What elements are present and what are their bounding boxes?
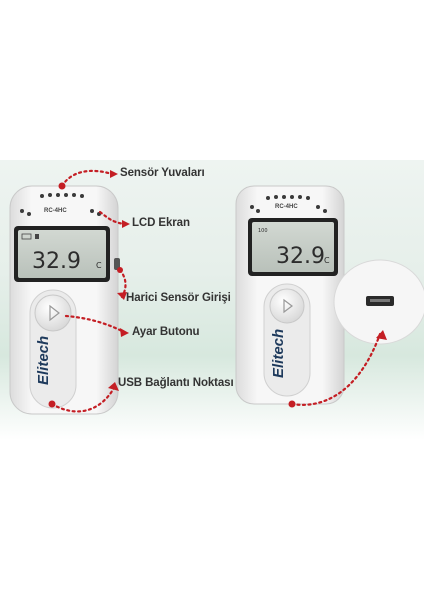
battery-icon: [21, 233, 32, 240]
play-icon: [49, 304, 60, 322]
lcd-reading-left: 32.9: [32, 249, 81, 274]
right-logger: RC-4HC 100 32.9 C Elitech: [235, 185, 345, 405]
left-logger: RC-4HC 32.9 C Elitech: [9, 185, 120, 415]
lcd-reading-right: 32.9: [276, 244, 325, 269]
external-sensor-port: [114, 258, 120, 270]
lcd-unit-right: C: [324, 256, 330, 265]
setting-button-right: [269, 288, 305, 324]
label-lcd-screen: LCD Ekran: [132, 217, 190, 229]
usb-zoom-inset: [333, 259, 424, 345]
lcd-screen-left: [18, 230, 106, 278]
lcd-screen-right: [252, 222, 334, 272]
battery-readout: 100: [258, 228, 268, 234]
setting-button-left: [34, 294, 72, 332]
brand-logo-right: Elitech: [270, 329, 287, 378]
callout-lines: [50, 169, 382, 413]
callout-arrowheads: [48, 170, 387, 408]
sensor-holes-right: [250, 195, 327, 213]
label-setting-button: Ayar Butonu: [132, 326, 200, 338]
label-sensor-slots: Sensör Yuvaları: [120, 167, 205, 179]
lcd-unit-left: C: [96, 261, 102, 270]
model-label-right: RC-4HC: [275, 204, 298, 210]
label-external-sensor: Harici Sensör Girişi: [126, 292, 231, 304]
brand-logo-left: Elitech: [35, 336, 52, 385]
model-label-left: RC-4HC: [44, 208, 67, 214]
label-usb-port: USB Bağlantı Noktası: [118, 377, 234, 389]
